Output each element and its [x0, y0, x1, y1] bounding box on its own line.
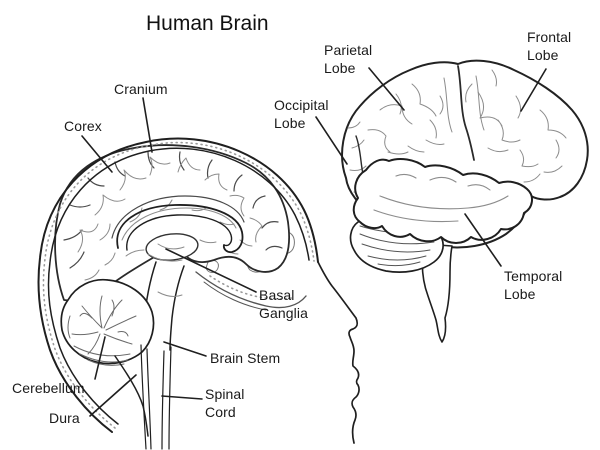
fornix	[147, 253, 183, 262]
label-occipital-lobe: Occipital Lobe	[274, 97, 329, 131]
label-frontal-lobe: Frontal Lobe	[527, 29, 572, 63]
face-profile	[317, 261, 360, 444]
cortex-outline	[54, 144, 291, 302]
parietal-gyri	[367, 83, 445, 155]
leader-brain-stem	[163, 341, 207, 357]
dura-fold	[114, 355, 149, 437]
label-dura: Dura	[49, 410, 80, 426]
skull-stipple	[42, 141, 315, 429]
diagram-title: Human Brain	[146, 12, 269, 35]
pons-line	[157, 291, 183, 297]
precentral-sulcus	[443, 75, 485, 133]
leader-lines	[81, 67, 547, 417]
leader-cerebellum	[94, 336, 106, 380]
label-spinal-cord: Spinal Cord	[205, 386, 245, 420]
leader-corex	[81, 135, 113, 173]
label-cerebellum: Cerebellum	[12, 380, 85, 396]
leader-parietal	[368, 67, 405, 111]
corpus-callosum-inner	[126, 214, 233, 251]
thalamus	[145, 233, 199, 261]
leader-spinal-cord	[161, 395, 203, 400]
leader-basal-ganglia	[165, 248, 257, 293]
skull-inner-outline	[47, 147, 310, 425]
leader-temporal	[464, 213, 502, 267]
cerebellum-arbor-vitae	[71, 295, 137, 355]
lateral-cerebellum-folia	[359, 225, 435, 267]
sagittal-brain-illustration	[37, 137, 360, 450]
label-cranium: Cranium	[114, 81, 168, 97]
corpus-callosum-outer	[116, 204, 244, 254]
frontal-gyri	[465, 69, 567, 183]
leader-occipital	[315, 116, 348, 165]
brain-stem-right-edge	[169, 265, 185, 351]
label-corex: Corex	[64, 118, 102, 134]
skull-outer-outline	[37, 137, 319, 433]
thalamus-mark	[157, 243, 185, 250]
leader-frontal	[520, 68, 547, 112]
central-sulcus	[457, 65, 475, 161]
temporal-gyri	[373, 173, 509, 223]
leader-cranium	[142, 97, 153, 153]
lateral-brain-stem	[421, 243, 453, 343]
label-temporal-lobe: Temporal Lobe	[504, 268, 563, 302]
clivus-bone-inner	[203, 281, 267, 311]
cingulate-gyrus	[121, 207, 237, 241]
lateral-brain-illustration	[341, 59, 589, 343]
temporal-lobe-outline	[352, 158, 533, 244]
label-basal-ganglia: Basal Ganglia	[259, 287, 308, 321]
clivus-bone	[195, 271, 307, 309]
label-brain-stem: Brain Stem	[210, 350, 281, 366]
leader-dura	[89, 374, 137, 417]
label-parietal-lobe: Parietal Lobe	[324, 42, 373, 76]
cingulate-sulcus	[111, 195, 245, 239]
cortex-sulci	[63, 151, 283, 269]
